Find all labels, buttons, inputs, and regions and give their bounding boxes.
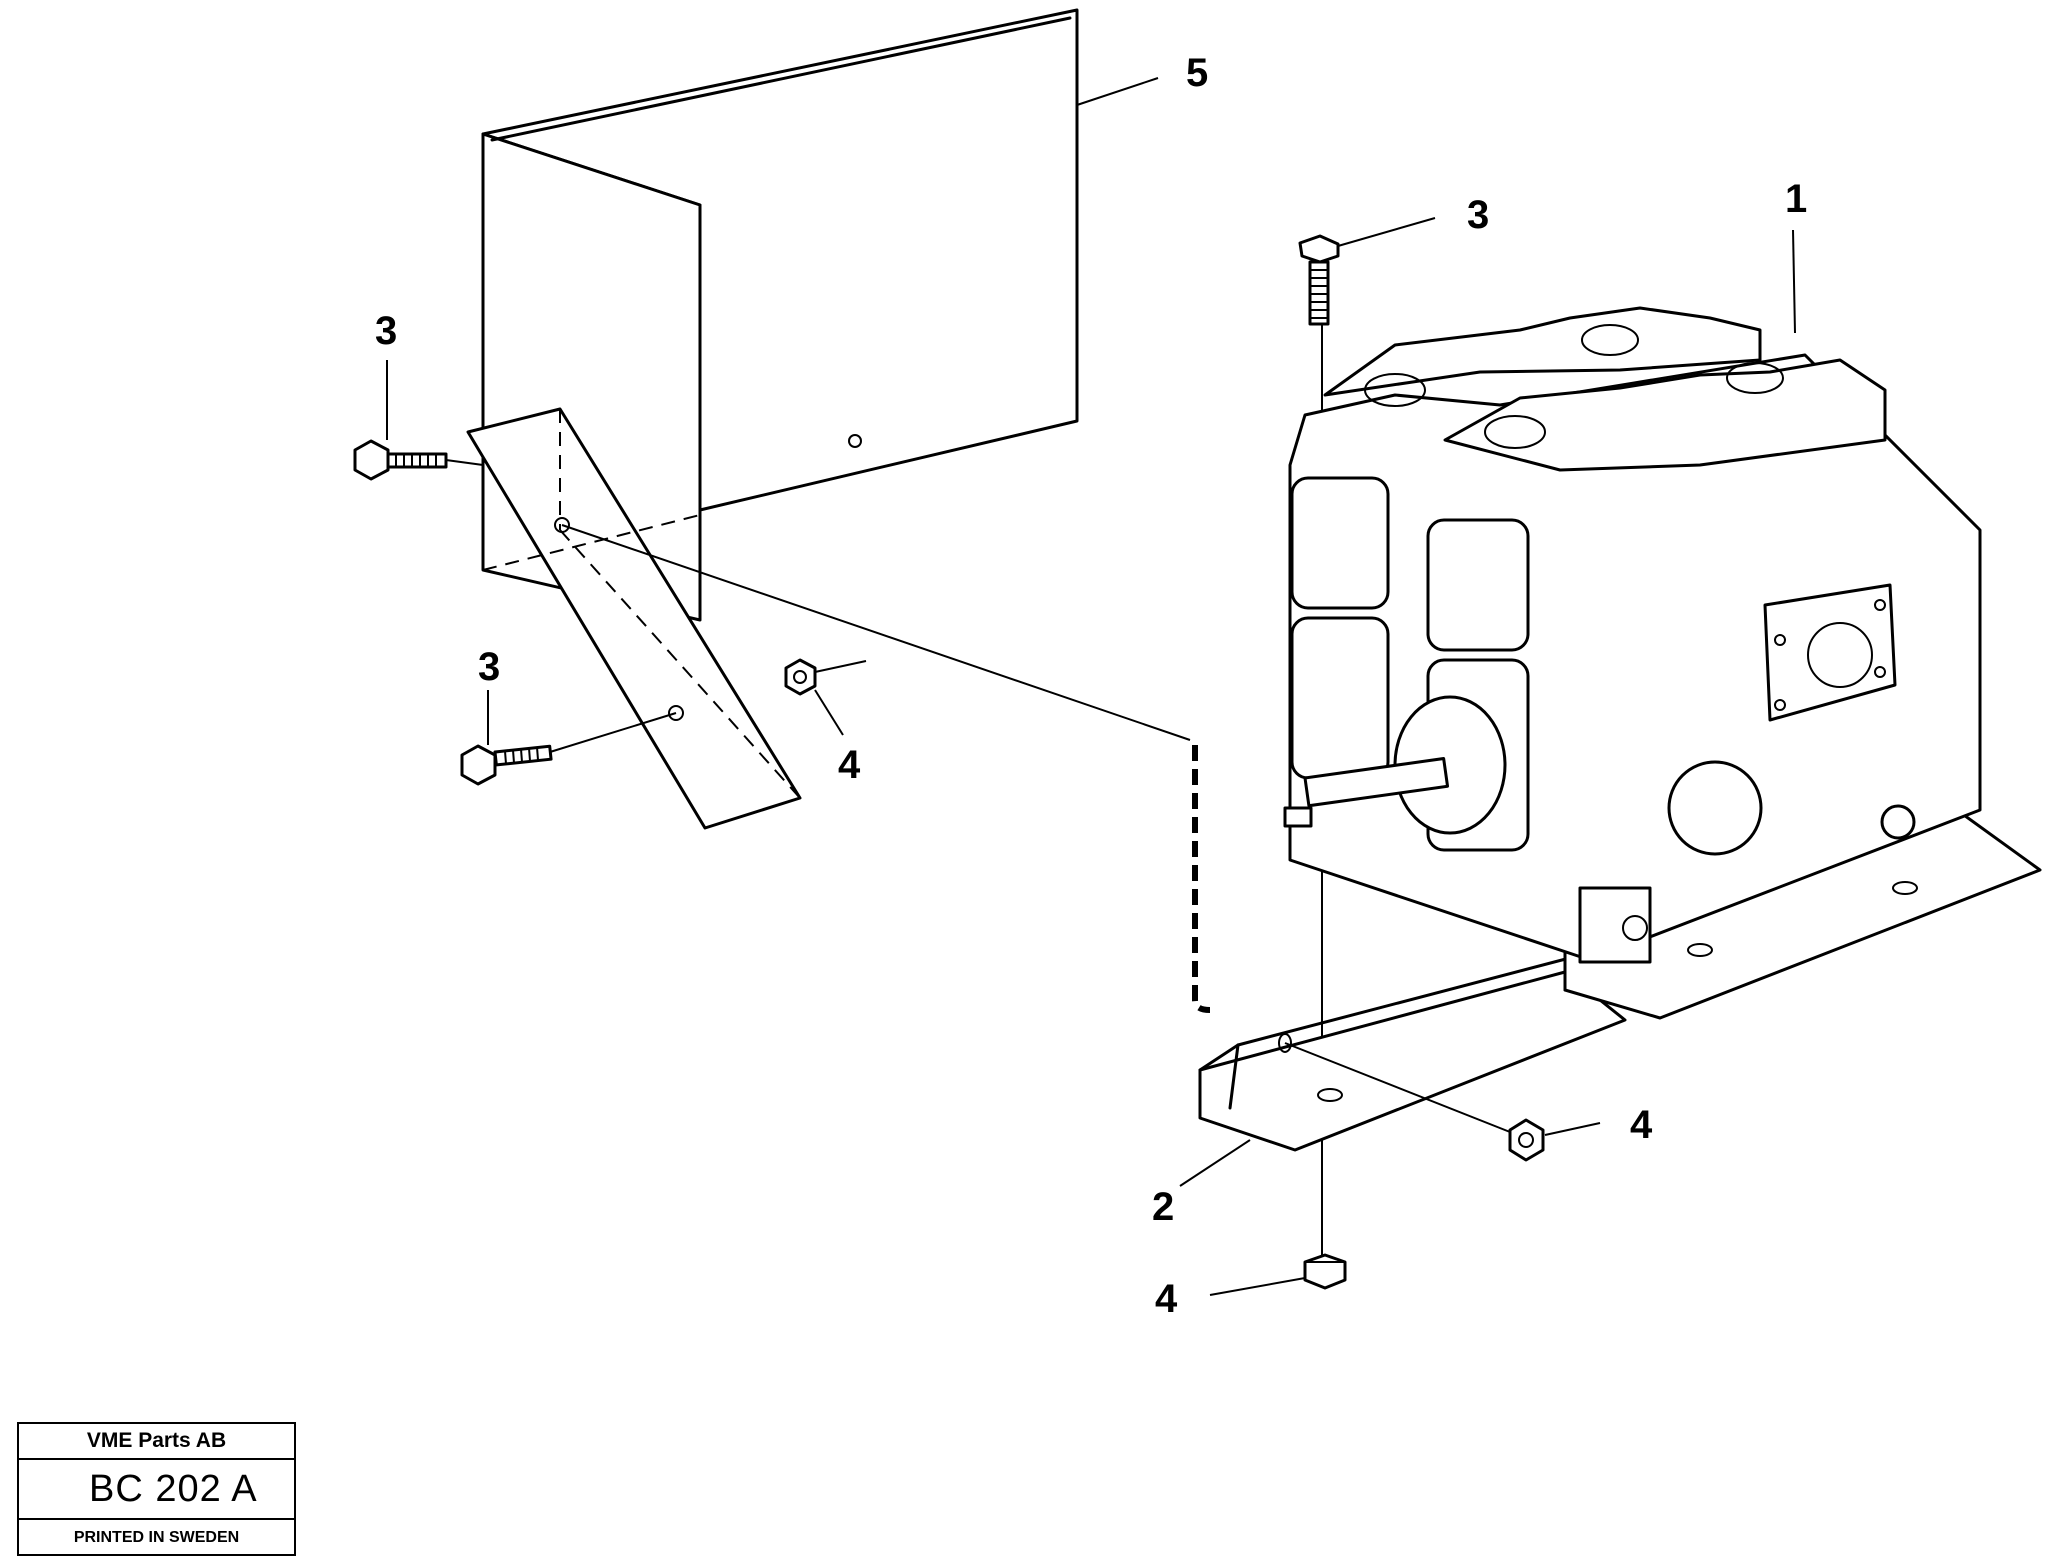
support-strap bbox=[466, 407, 802, 830]
callout-labels: 5 3 1 3 3 4 4 2 4 bbox=[375, 51, 1807, 1321]
callout-3-top: 3 bbox=[1467, 193, 1489, 237]
hidden-edge bbox=[1192, 745, 1211, 1013]
callout-4-left: 4 bbox=[838, 743, 861, 787]
company-name: VME Parts AB bbox=[19, 1424, 294, 1460]
printed-note: PRINTED IN SWEDEN bbox=[73, 1529, 240, 1546]
nut-left bbox=[784, 658, 867, 696]
callout-3-left-lower: 3 bbox=[478, 645, 500, 689]
callout-5: 5 bbox=[1186, 51, 1208, 95]
drawing-code: BC 202 A bbox=[19, 1460, 294, 1520]
callout-2: 2 bbox=[1152, 1185, 1174, 1229]
nut-bottom bbox=[1303, 1253, 1347, 1290]
bolt-lower-left bbox=[460, 712, 677, 786]
valve-block bbox=[1283, 306, 2042, 1020]
assembly-line bbox=[561, 524, 1191, 741]
leader-lines bbox=[386, 77, 1796, 1296]
bolt-upper-left bbox=[353, 439, 484, 481]
callout-4-right: 4 bbox=[1630, 1103, 1653, 1147]
angle-bracket bbox=[1198, 948, 1627, 1152]
callout-4-bottom: 4 bbox=[1155, 1277, 1178, 1321]
title-block: VME Parts AB BC 202 A PRINTED IN SWEDEN bbox=[17, 1422, 296, 1556]
callout-3-left-upper: 3 bbox=[375, 309, 397, 353]
callout-1: 1 bbox=[1785, 177, 1807, 221]
nut-right bbox=[1508, 1118, 1545, 1162]
